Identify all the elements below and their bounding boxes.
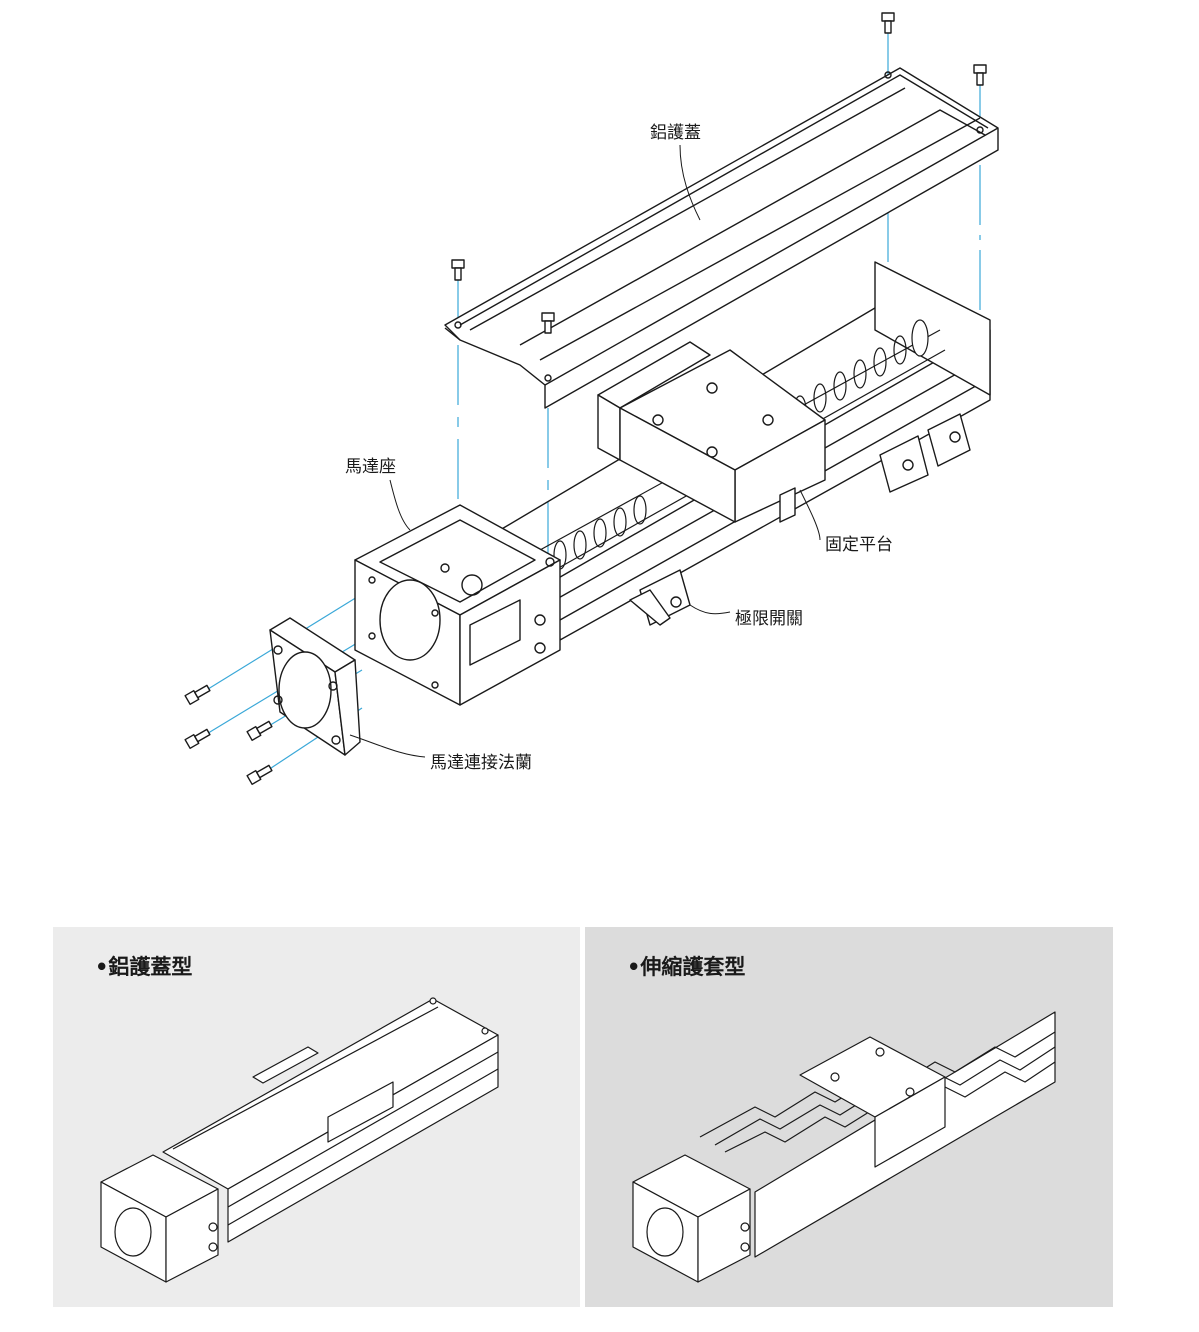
motor-base-part bbox=[354, 504, 561, 706]
aluminum-cover-type-illustration bbox=[100, 997, 499, 1283]
exploded-assembly-diagram bbox=[184, 12, 999, 786]
callout-fixed-platform: 固定平台 bbox=[825, 535, 893, 555]
bellows-cover-type-illustration bbox=[632, 1011, 1056, 1283]
screws-top bbox=[451, 12, 987, 334]
panel-aluminum-cover-type: •鋁護蓋型 bbox=[53, 927, 580, 1307]
limit-switches bbox=[629, 413, 971, 626]
panel-title-aluminum-cover-type: •鋁護蓋型 bbox=[95, 955, 193, 979]
motor-flange-part bbox=[269, 617, 361, 756]
callout-aluminum-cover: 鋁護蓋 bbox=[650, 123, 701, 143]
callout-leaders bbox=[349, 144, 821, 758]
panel-title-bellows-cover-type: •伸縮護套型 bbox=[627, 955, 746, 979]
callout-motor-base: 馬達座 bbox=[345, 457, 396, 477]
aluminum-cover-part bbox=[444, 67, 999, 409]
flange-screws bbox=[184, 684, 273, 786]
variant-panels: •鋁護蓋型 •伸縮護套型 bbox=[53, 927, 1113, 1307]
callout-motor-flange: 馬達連接法蘭 bbox=[430, 753, 532, 773]
fixed-platform-part bbox=[597, 341, 826, 523]
callout-limit-switch: 極限開關 bbox=[735, 609, 803, 629]
panel-bellows-cover-type: •伸縮護套型 bbox=[585, 927, 1113, 1307]
